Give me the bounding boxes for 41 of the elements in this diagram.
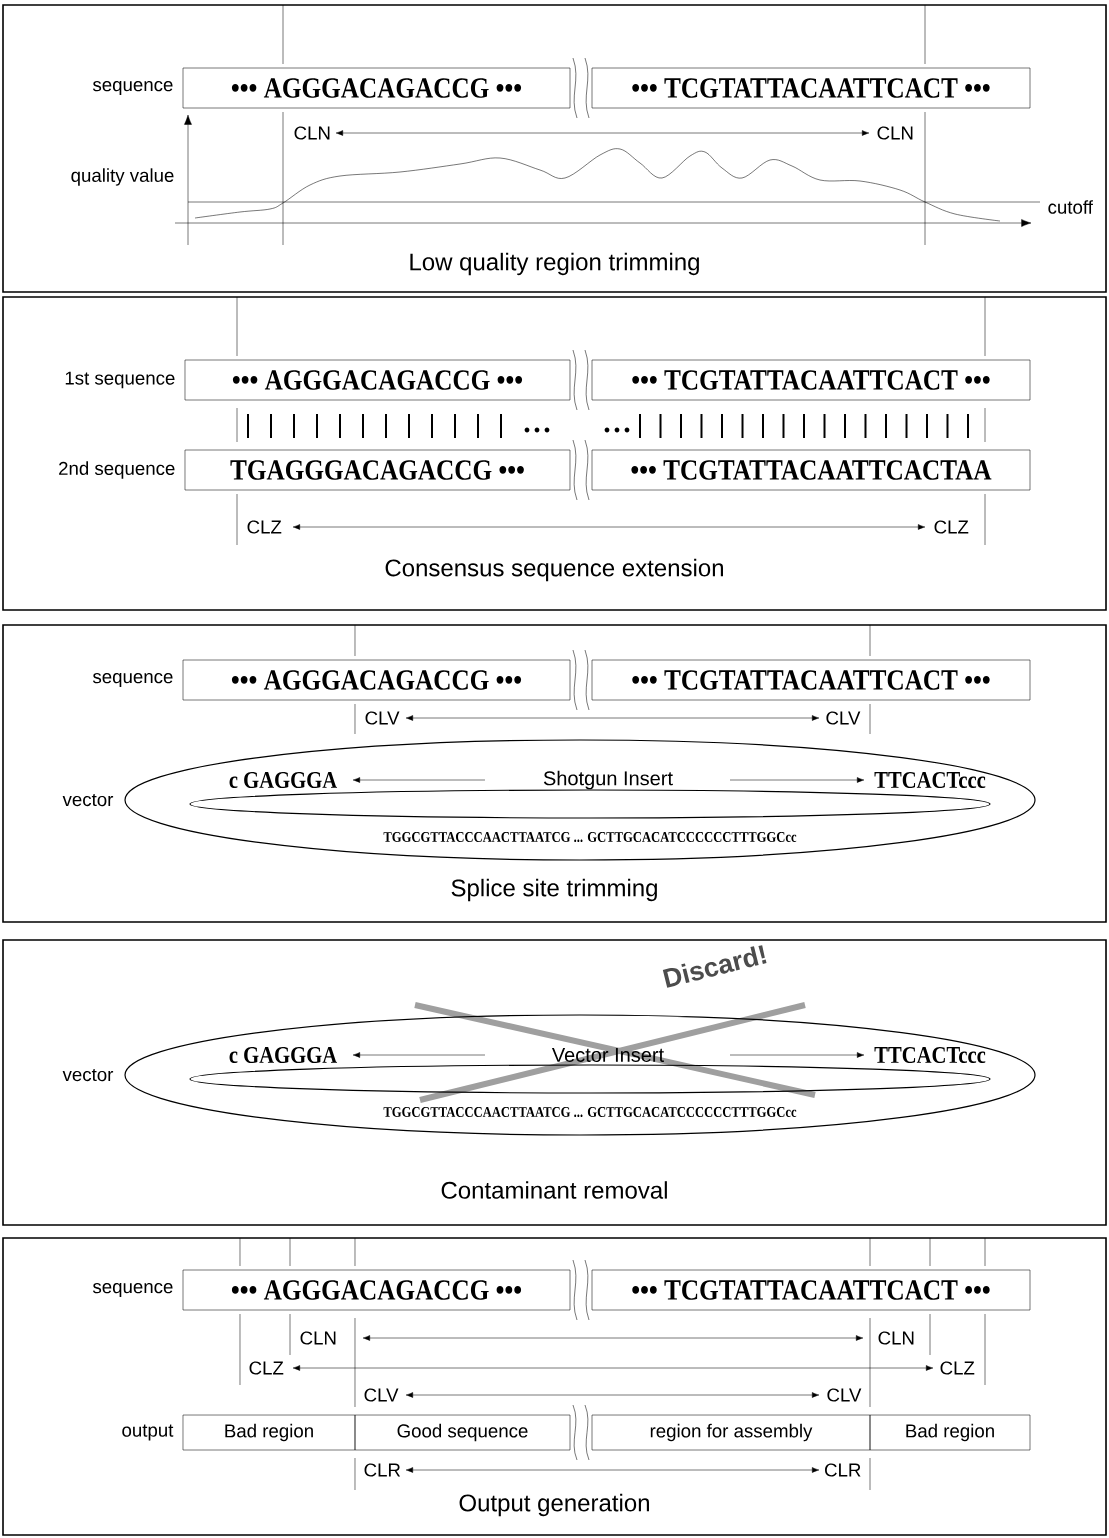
sequence-box: ••• TCGTATTACAATTCACTAA — [591, 449, 1031, 491]
row-label: vector — [62, 1068, 114, 1082]
row-label: vector — [62, 793, 114, 807]
label: CLN — [877, 126, 913, 140]
row-label: sequence — [92, 81, 173, 95]
row-label: sequence — [92, 1283, 173, 1297]
label: CLN — [294, 126, 330, 140]
sequence-box: ••• TCGTATTACAATTCACT ••• — [591, 1269, 1031, 1311]
row-label: 1st sequence — [65, 371, 175, 389]
vector-ring: c GAGGGA Vector Insert TTCACTccc TGGCGTTACCCAACTTAATCG ... GCTTGCACATCCCCCCTTTGGCcc — [124, 1014, 1036, 1136]
row-label: 2nd sequence — [59, 461, 175, 479]
label: CLZ — [249, 1361, 284, 1375]
label: CLV — [826, 711, 861, 725]
label: CLZ — [934, 520, 969, 534]
label: CLR — [364, 1463, 401, 1477]
sequence-box: ••• TCGTATTACAATTCACT ••• — [591, 659, 1031, 701]
output-box: Bad region — [869, 1414, 1031, 1451]
sequence-box: ••• AGGGACAGACCG ••• — [182, 67, 571, 109]
sequence-box: ••• AGGGACAGACCG ••• — [182, 1269, 571, 1311]
label: CLN — [878, 1331, 914, 1345]
sequence-box: ••• TCGTATTACAATTCACT ••• — [591, 359, 1031, 401]
label: CLZ — [247, 520, 282, 534]
label: CLV — [364, 1388, 399, 1402]
row-label: output — [122, 1424, 174, 1441]
sequence-box: ••• AGGGACAGACCG ••• — [184, 359, 571, 401]
label: CLZ — [940, 1361, 975, 1375]
label: CLV — [827, 1388, 862, 1402]
label: quality value — [71, 168, 174, 186]
discard-label: Discard! — [662, 945, 767, 988]
sequence-box: ••• TCGTATTACAATTCACT ••• — [591, 67, 1031, 109]
output-box: Bad region — [182, 1414, 356, 1451]
label: CLV — [365, 711, 400, 725]
sequence-box: ••• AGGGACAGACCG ••• — [182, 659, 571, 701]
vector-ring: c GAGGGA Shotgun Insert TTCACTccc TGGCGTTACCCAACTTAATCG ... GCTTGCACATCCCCCCTTTGGCcc — [124, 739, 1036, 861]
label: cutoff — [1048, 200, 1093, 214]
output-box: Good sequence — [354, 1414, 571, 1451]
output-box: region for assembly — [591, 1414, 871, 1451]
sequence-box: TGAGGGACAGACCG ••• — [184, 449, 571, 491]
label: CLR — [825, 1463, 861, 1477]
row-label: sequence — [92, 673, 173, 687]
label: CLN — [300, 1331, 336, 1345]
